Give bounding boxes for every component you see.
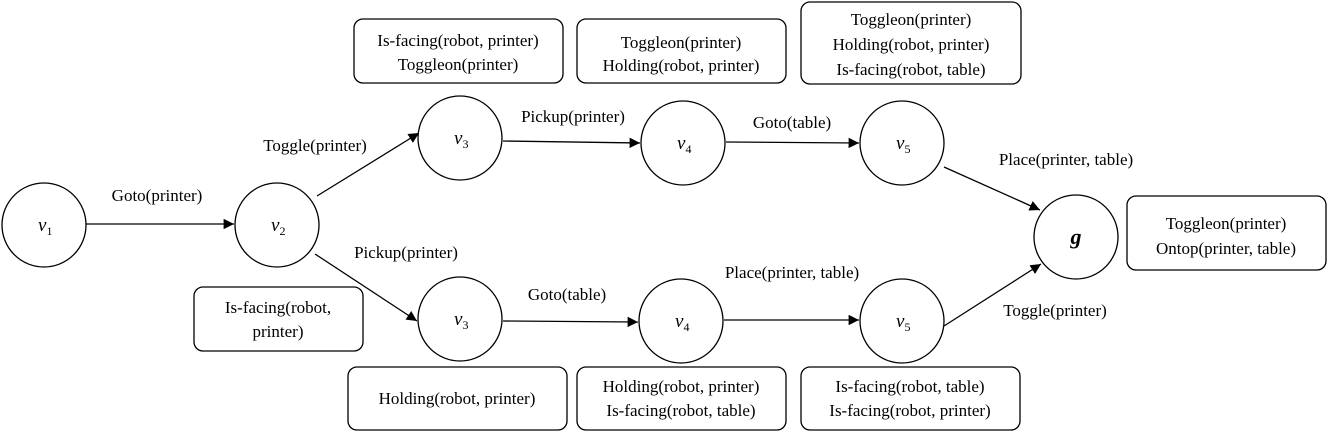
edge-v5-g-top: [943, 166, 1041, 211]
state-text-goal-2: Ontop(printer, table): [1156, 239, 1296, 258]
state-box-top-v3: [353, 18, 564, 84]
edge-label-v3-v4-bot: Goto(table): [528, 285, 606, 304]
node-v4-bot: [638, 278, 724, 364]
node-label-v2: v2: [271, 215, 285, 238]
edge-label-v1-v2: Goto(printer): [112, 186, 203, 205]
node-v1: [1, 182, 87, 268]
state-box-bot-v5: [800, 366, 1021, 431]
state-text-bot-v5-2: Is-facing(robot, printer): [829, 401, 990, 420]
edge-label-v5-g-bot: Toggle(printer): [1003, 301, 1107, 320]
edge-v2-v3-top: [316, 132, 420, 197]
node-v4-top: [640, 100, 726, 186]
state-text-top-v5-2: Holding(robot, printer): [833, 35, 990, 54]
node-label-v3-top: v3: [454, 128, 468, 151]
state-box-top-v5: [800, 1, 1022, 85]
edge-v3-v4-bot: [502, 316, 639, 328]
state-text-bot-v4-1: Holding(robot, printer): [603, 377, 760, 396]
state-text-bot-v2-2: printer): [253, 322, 304, 341]
state-box-bot-v3: [347, 366, 568, 431]
edge-label-v5-g-top: Place(printer, table): [999, 150, 1133, 169]
edge-label-v2-v3-bot: Pickup(printer): [354, 243, 458, 262]
edge-v2-v3-bot: [314, 253, 418, 322]
edge-label-v4-v5-top: Goto(table): [753, 113, 831, 132]
state-text-top-v3-1: Is-facing(robot, printer): [377, 31, 538, 50]
state-text-bot-v2-1: Is-facing(robot,: [225, 298, 331, 317]
node-v3-bot: [417, 276, 503, 362]
node-v2: [234, 182, 320, 268]
state-text-bot-v4-2: Is-facing(robot, table): [606, 401, 755, 420]
edge-v3-v4-top: [502, 137, 641, 149]
state-text-top-v5-3: Is-facing(robot, table): [836, 60, 985, 79]
state-text-top-v5-1: Toggleon(printer): [851, 10, 972, 29]
state-text-bot-v5-1: Is-facing(robot, table): [835, 377, 984, 396]
edge-v5-g-bot: [943, 263, 1042, 327]
node-label-v1: v1: [38, 215, 52, 238]
state-box-bot-v2: [193, 286, 364, 352]
node-goal: [1033, 194, 1119, 280]
edge-label-v3-v4-top: Pickup(printer): [521, 107, 625, 126]
node-label-v4-bot: v4: [675, 311, 689, 334]
edge-label-v2-v3-top: Toggle(printer): [263, 136, 367, 155]
state-box-goal: [1126, 195, 1327, 271]
node-label-v3-bot: v3: [454, 309, 468, 332]
state-text-top-v4-2: Holding(robot, printer): [603, 56, 760, 75]
state-text-top-v4-1: Toggleon(printer): [621, 33, 742, 52]
node-v5-top: [859, 100, 945, 186]
node-label-v5-bot: v5: [896, 311, 910, 334]
node-v3-top: [417, 95, 503, 181]
node-label-v5-top: v5: [896, 133, 910, 156]
state-text-goal-1: Toggleon(printer): [1166, 214, 1287, 233]
state-box-top-v4: [576, 18, 787, 84]
edge-label-v4-v5-bot: Place(printer, table): [725, 263, 859, 282]
node-label-v4-top: v4: [677, 133, 691, 156]
edge-v4-v5-top: [725, 137, 860, 149]
node-label-goal: g: [1070, 224, 1082, 249]
state-text-top-v3-2: Toggleon(printer): [398, 55, 519, 74]
node-v5-bot: [859, 278, 945, 364]
state-text-bot-v3-1: Holding(robot, printer): [379, 389, 536, 408]
state-box-bot-v4: [576, 366, 787, 431]
